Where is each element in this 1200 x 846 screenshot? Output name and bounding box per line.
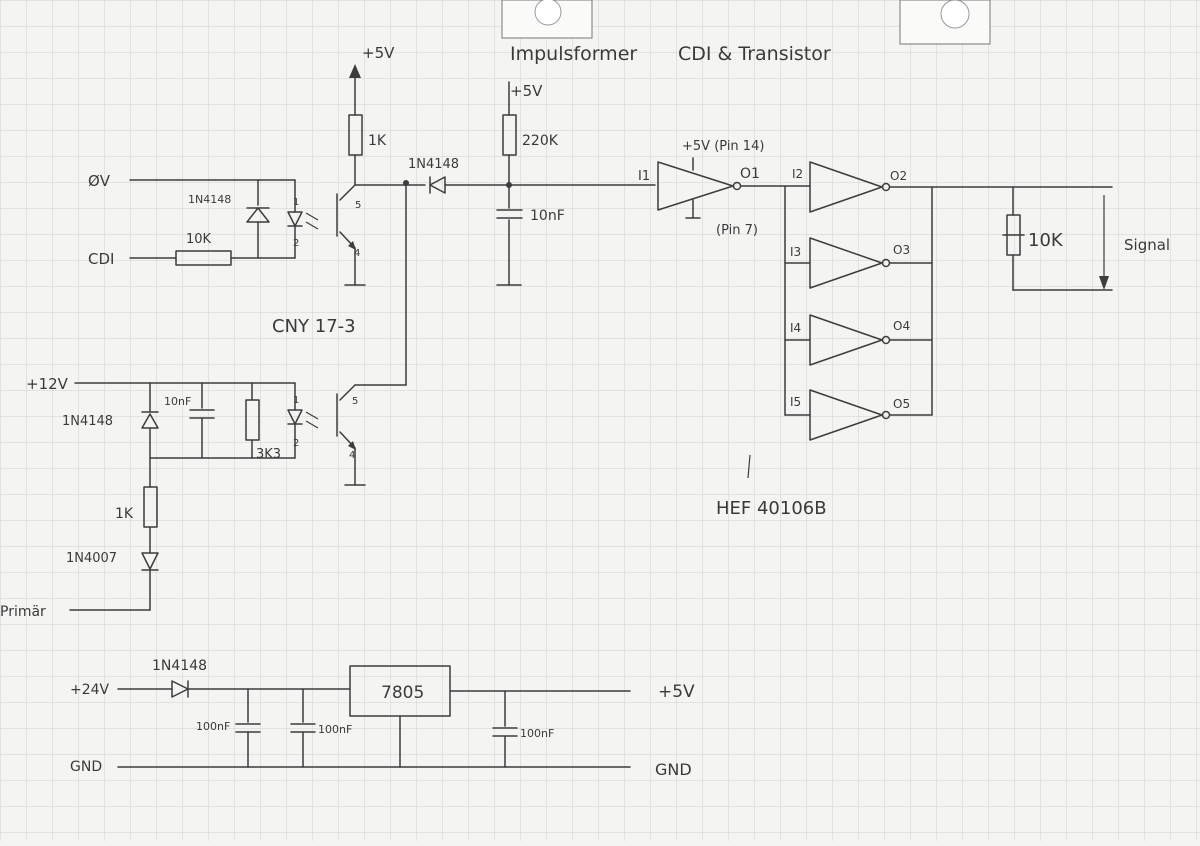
- label-reg-7805: 7805: [381, 683, 424, 703]
- title-impulsformer: Impulsformer: [510, 43, 637, 65]
- label-c-100nf-1: 100nF: [196, 720, 230, 733]
- label-plus5v-top: +5V: [362, 44, 395, 62]
- label-r-10k-cdi: 10K: [186, 232, 212, 247]
- arrow-up-icon: [349, 64, 361, 78]
- label-o2: O2: [890, 169, 907, 183]
- label-primar: Primär: [0, 604, 46, 620]
- label-ic-hef40106b: HEF 40106B: [716, 498, 827, 519]
- label-d-1n4148-psu: 1N4148: [152, 658, 207, 674]
- label-opto-cny17: CNY 17-3: [272, 316, 356, 337]
- title-cdi-transistor: CDI & Transistor: [678, 43, 831, 65]
- label-i1: I1: [638, 169, 650, 184]
- label-0v: ØV: [88, 172, 111, 190]
- label-c-10nf-mid: 10nF: [164, 395, 191, 408]
- label-d-1n4148-top: 1N4148: [408, 157, 459, 172]
- label-gnd-left: GND: [70, 759, 102, 775]
- opto-b-pin1: 1: [293, 395, 299, 406]
- label-o1: O1: [740, 166, 760, 182]
- label-o5: O5: [893, 397, 910, 411]
- label-plus12v: +12V: [26, 375, 69, 393]
- label-plus5v-out: +5V: [658, 682, 695, 702]
- label-i5: I5: [790, 395, 801, 409]
- label-r-1k-top: 1K: [368, 133, 387, 149]
- opto-b-pin5: 5: [352, 396, 358, 407]
- label-plus5v-impuls: +5V: [510, 82, 543, 100]
- label-pin7: (Pin 7): [716, 223, 758, 238]
- paper-tabs: [501, 0, 991, 45]
- label-pin14: +5V (Pin 14): [682, 139, 764, 154]
- opto-a-pin1: 1: [293, 197, 299, 208]
- label-c-10nf-top: 10nF: [530, 208, 565, 224]
- label-c-100nf-2: 100nF: [318, 723, 352, 736]
- label-i4: I4: [790, 321, 801, 335]
- label-o3: O3: [893, 243, 910, 257]
- label-d-1n4007: 1N4007: [66, 551, 117, 566]
- label-r-1k-mid: 1K: [115, 506, 134, 522]
- label-r-3k3: 3K3: [256, 447, 281, 462]
- label-i3: I3: [790, 245, 801, 259]
- label-r-10k-out: 10K: [1028, 230, 1064, 251]
- opto-a-pin2: 2: [293, 238, 299, 249]
- label-plus24v: +24V: [70, 682, 110, 698]
- opto-b-pin2: 2: [293, 438, 299, 449]
- diode-1n4007: [141, 552, 159, 570]
- diode-1n4148-psu: [171, 680, 189, 698]
- inverter-1: [657, 161, 734, 211]
- label-d-1n4148-ov: 1N4148: [188, 193, 231, 206]
- label-d-1n4148-mid: 1N4148: [62, 414, 113, 429]
- opto-a-pin5: 5: [355, 200, 361, 211]
- label-signal: Signal: [1124, 236, 1170, 254]
- opto-b-pin4: 4: [349, 450, 355, 461]
- label-i2: I2: [792, 167, 803, 181]
- label-o4: O4: [893, 319, 910, 333]
- label-cdi: CDI: [88, 250, 114, 268]
- label-r-220k: 220K: [522, 133, 559, 149]
- opto-a-pin4: 4: [354, 248, 360, 259]
- arrow-down-icon: [1099, 276, 1109, 290]
- label-gnd-right: GND: [655, 760, 692, 779]
- label-c-100nf-3: 100nF: [520, 727, 554, 740]
